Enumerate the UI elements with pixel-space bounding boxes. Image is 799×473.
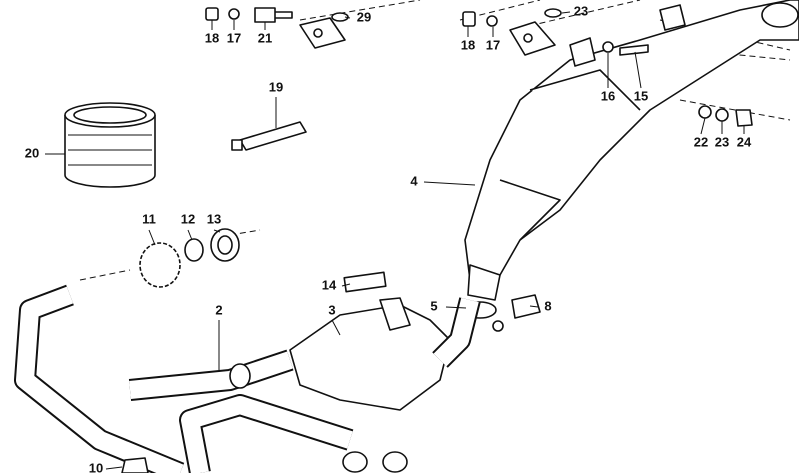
bracket-middle	[509, 21, 556, 56]
pad	[343, 271, 387, 293]
callout-23: 23	[715, 134, 729, 149]
callout-23: 23	[574, 3, 588, 18]
callout-18: 18	[461, 37, 475, 52]
callout-8: 8	[544, 298, 551, 313]
callout-19: 19	[269, 79, 283, 94]
callout-4: 4	[410, 173, 418, 188]
header-pipes	[14, 284, 481, 473]
bracket-left	[299, 17, 346, 49]
callout-3: 3	[328, 302, 335, 317]
hardware-right	[602, 41, 753, 127]
callout-17: 17	[227, 30, 241, 45]
callout-29: 29	[357, 9, 371, 24]
callout-22: 22	[694, 134, 708, 149]
bracket-right	[569, 4, 686, 67]
callout-5: 5	[430, 298, 437, 313]
hardware-top-middle	[462, 8, 562, 27]
hardware-top-left	[205, 7, 349, 23]
callout-18: 18	[205, 30, 219, 45]
callout-24: 24	[737, 134, 752, 149]
callout-21: 21	[258, 30, 272, 45]
paste-tube	[231, 121, 307, 151]
rear-muffler	[464, 0, 799, 301]
front-silencer	[289, 297, 451, 411]
callout-16: 16	[601, 88, 615, 103]
callout-17: 17	[486, 37, 500, 52]
callout-15: 15	[634, 88, 648, 103]
callout-14: 14	[322, 277, 337, 292]
callout-10: 10	[89, 460, 103, 473]
callout-20: 20	[25, 145, 39, 160]
callout-11: 11	[142, 211, 156, 226]
callout-2: 2	[215, 302, 222, 317]
callout-12: 12	[181, 211, 195, 226]
callout-13: 13	[207, 211, 221, 226]
mesh-ring	[64, 102, 156, 188]
collet-and-rings	[139, 228, 240, 288]
sleeve	[511, 294, 541, 319]
